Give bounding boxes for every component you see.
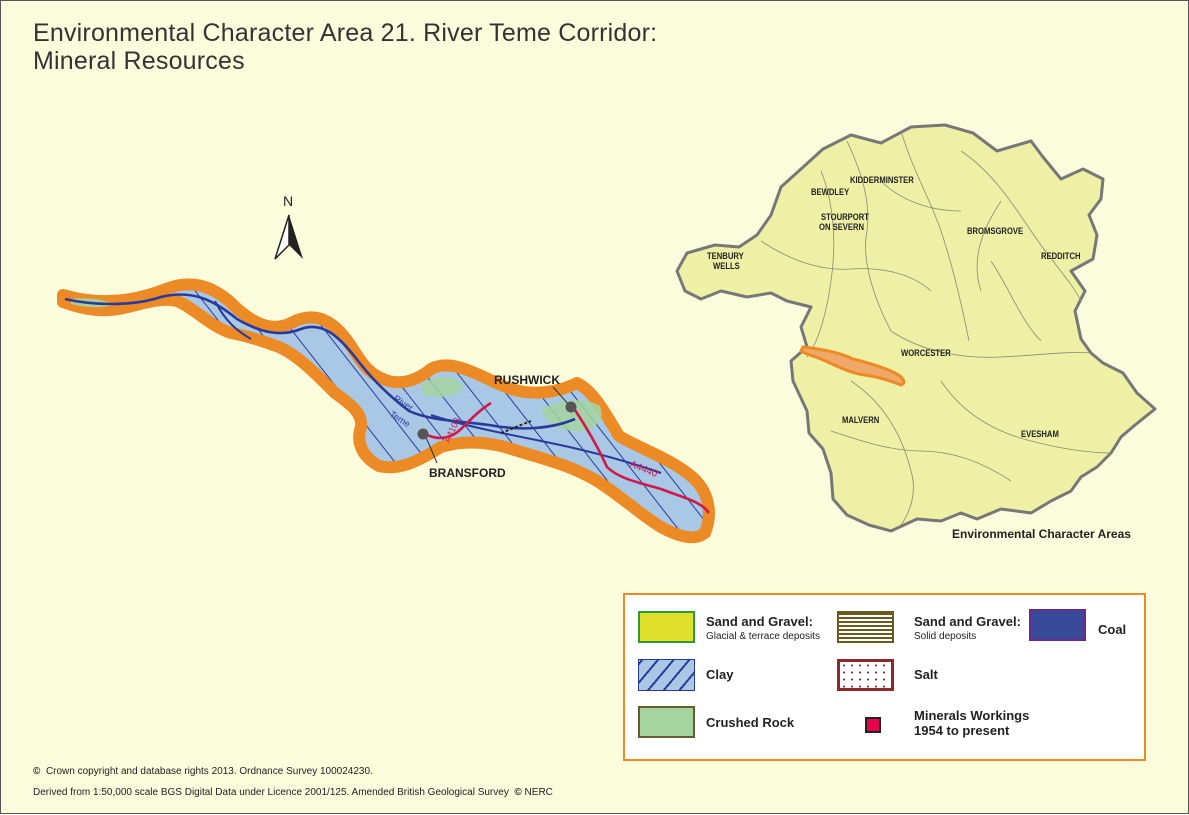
bransford-pointer xyxy=(424,434,438,464)
town-worcester: WORCESTER xyxy=(901,348,951,358)
town-malvern: MALVERN xyxy=(842,415,880,425)
road-a4103 xyxy=(426,401,492,440)
credit-crown-line: © Crown copyright and database rights 20… xyxy=(33,761,553,782)
rushwick-marker xyxy=(565,401,577,413)
coal-seam xyxy=(214,300,252,340)
town-bromsgrove: BROMSGROVE xyxy=(967,226,1024,236)
place-rushwick: RUSHWICK xyxy=(494,373,560,387)
swatch-sand-gravel-solid xyxy=(837,611,894,643)
page-title: Environmental Character Area 21. River T… xyxy=(33,19,657,75)
legend-sand-gravel-glacial-title: Sand and Gravel: xyxy=(706,614,813,629)
legend-minerals-workings-line1: Minerals Workings xyxy=(914,708,1030,723)
legend-coal-title: Coal xyxy=(1098,622,1127,637)
town-stourport: STOURPORT xyxy=(821,212,869,222)
town-kidderminster: KIDDERMINSTER xyxy=(850,175,914,185)
town-tenbury-2: WELLS xyxy=(713,261,740,271)
swatch-sand-gravel-glacial xyxy=(638,611,695,643)
credit-bgs-line: Derived from 1:50,000 scale BGS Digital … xyxy=(33,782,553,803)
credit-crown: Crown copyright and database rights 2013… xyxy=(45,766,373,777)
legend-salt-title: Salt xyxy=(914,667,938,682)
legend-minerals-workings-line2: 1954 to present xyxy=(914,723,1010,738)
corridor-area xyxy=(57,278,715,544)
legend-crushed-rock-title: Crushed Rock xyxy=(706,715,795,730)
north-arrow-icon xyxy=(274,214,303,260)
character-area-boundaries xyxy=(760,130,1112,526)
credit-nerc: NERC xyxy=(524,787,553,798)
swatch-salt xyxy=(837,659,894,691)
coal-seam xyxy=(430,414,662,474)
legend-sand-gravel-glacial-subtitle: Glacial & terrace deposits xyxy=(706,631,820,642)
north-label: N xyxy=(283,193,294,209)
place-bransford: BRANSFORD xyxy=(429,466,506,480)
swatch-coal xyxy=(1029,609,1086,641)
river-teme-corridor xyxy=(799,345,906,387)
town-bewdley: BEWDLEY xyxy=(811,187,850,197)
legend-sand-gravel-solid-title: Sand and Gravel: xyxy=(914,614,1021,629)
legend-sand-gravel-solid-subtitle: Solid deposits xyxy=(914,631,977,642)
road-a4440 xyxy=(571,406,711,514)
county-map-caption: Environmental Character Areas xyxy=(952,527,1131,541)
title-line-2: Mineral Resources xyxy=(33,47,245,75)
swatch-minerals-workings xyxy=(865,717,881,733)
crushed-rock-patch xyxy=(541,400,602,431)
title-line-1: Environmental Character Area 21. River T… xyxy=(33,19,658,47)
legend: Sand and Gravel: Glacial & terrace depos… xyxy=(623,593,1146,761)
rushwick-pointer xyxy=(552,386,570,406)
town-evesham: EVESHAM xyxy=(1021,429,1059,439)
swatch-clay xyxy=(638,659,695,691)
town-stourport-2: ON SEVERN xyxy=(819,222,865,232)
swatch-crushed-rock xyxy=(638,706,695,738)
bransford-marker xyxy=(417,428,429,440)
credits: © Crown copyright and database rights 20… xyxy=(33,761,553,803)
copyright-symbol: © xyxy=(33,766,41,777)
credit-bgs: Derived from 1:50,000 scale BGS Digital … xyxy=(33,787,509,798)
railway-line xyxy=(500,420,532,434)
county-outline xyxy=(675,123,1157,533)
crushed-rock-patch xyxy=(421,376,463,397)
legend-clay-title: Clay xyxy=(706,667,734,682)
town-redditch: REDDITCH xyxy=(1041,251,1081,261)
river-teme xyxy=(64,293,576,430)
copyright-symbol: © xyxy=(514,787,522,798)
town-tenbury: TENBURY xyxy=(707,251,744,261)
